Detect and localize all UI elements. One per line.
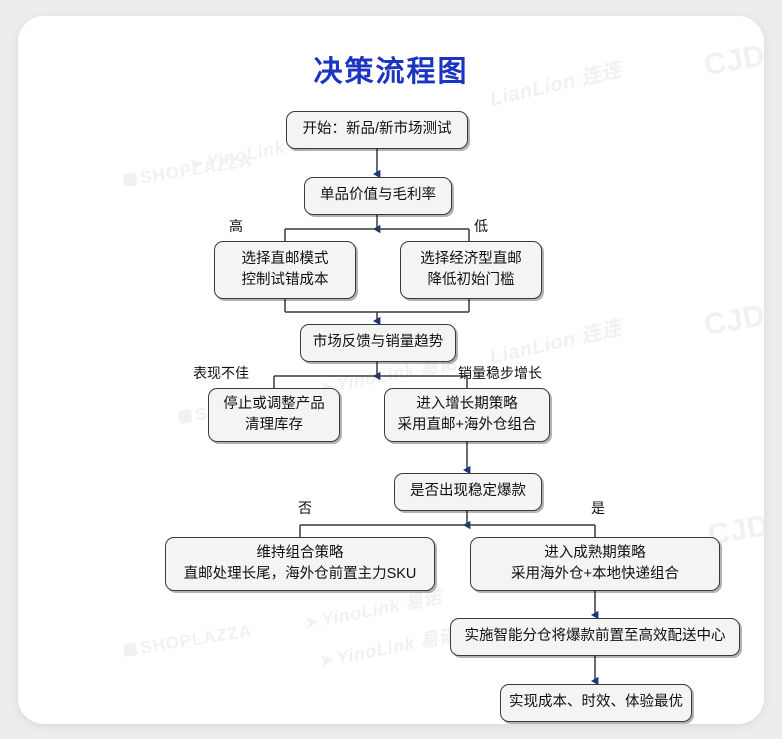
flow-node-line: 直邮处理长尾，海外仓前置主力SKU	[183, 566, 417, 582]
flow-node-stop: 停止或调整产品清理库存	[208, 388, 340, 442]
flow-node-line: 进入成熟期策略	[544, 544, 646, 561]
flow-node-line: 选择直邮模式	[241, 250, 329, 267]
flow-node-direct_high: 选择直邮模式控制试错成本	[214, 241, 356, 299]
flow-node-line: 实现成本、时效、体验最优	[509, 694, 683, 711]
flow-node-feedback: 市场反馈与销量趋势	[300, 324, 456, 362]
edge-label-no: 否	[298, 500, 312, 516]
flow-node-line: 采用海外仓+本地快递组合	[511, 566, 679, 582]
flow-node-line: 市场反馈与销量趋势	[312, 334, 444, 351]
flow-node-line: 单品价值与毛利率	[320, 187, 436, 204]
flow-node-line: 是否出现稳定爆款	[410, 483, 526, 500]
flow-node-value: 单品价值与毛利率	[304, 177, 452, 215]
flow-node-line: 实施智能分仓将爆款前置至高效配送中心	[464, 628, 726, 645]
flow-node-line: 维持组合策略	[256, 544, 344, 561]
flow-node-line: 进入增长期策略	[416, 395, 518, 412]
flow-node-line: 控制试错成本	[241, 272, 329, 288]
flow-node-direct_low: 选择经济型直邮降低初始门槛	[400, 241, 542, 299]
edge-label-high: 高	[229, 218, 243, 234]
flow-node-line: 降低初始门槛	[427, 272, 515, 288]
flowchart-diagram: 开始：新品/新市场测试单品价值与毛利率选择直邮模式控制试错成本选择经济型直邮降低…	[18, 16, 764, 724]
flow-node-keep_mix: 维持组合策略直邮处理长尾，海外仓前置主力SKU	[165, 537, 435, 591]
flowchart-connectors	[273, 149, 599, 686]
flow-node-line: 采用直邮+海外仓组合	[397, 417, 537, 433]
edge-label-steady: 销量稳步增长	[458, 365, 542, 381]
flow-node-growth: 进入增长期策略采用直邮+海外仓组合	[384, 388, 550, 442]
page-title: 决策流程图	[313, 56, 469, 88]
flow-node-line: 停止或调整产品	[223, 395, 325, 412]
flow-node-line: 清理库存	[245, 417, 303, 433]
edge-label-poor: 表现不佳	[193, 365, 249, 381]
edge-label-low: 低	[474, 218, 488, 234]
flow-node-line: 选择经济型直邮	[420, 250, 522, 267]
edge-label-yes: 是	[591, 500, 605, 516]
flow-node-line: 开始：新品/新市场测试	[302, 121, 452, 138]
flow-node-smart_wh: 实施智能分仓将爆款前置至高效配送中心	[450, 618, 740, 656]
flow-node-mature: 进入成熟期策略采用海外仓+本地快递组合	[470, 537, 720, 591]
flow-node-hit_check: 是否出现稳定爆款	[394, 473, 542, 511]
flow-node-start: 开始：新品/新市场测试	[286, 111, 468, 149]
flow-node-optimal: 实现成本、时效、体验最优	[500, 684, 692, 722]
